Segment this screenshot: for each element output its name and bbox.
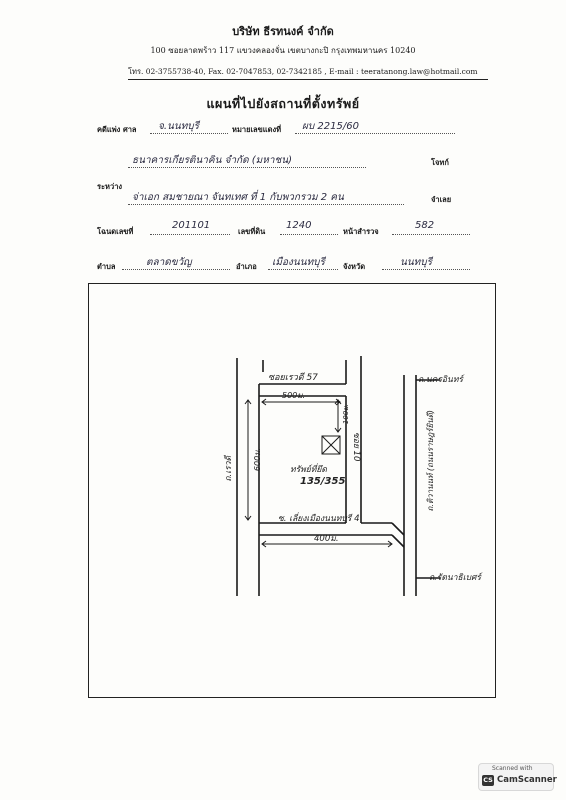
road-nakhon-in-label: ถ.นครอินทร์ xyxy=(418,375,463,385)
case-number-value: ผบ 2215/60 xyxy=(302,121,359,132)
province-label: จังหวัด xyxy=(343,262,366,271)
dim-top-label: 500ม. xyxy=(282,391,306,400)
district-underline xyxy=(268,269,338,270)
scanner-caption: Scanned with xyxy=(492,765,533,772)
defendant-label: จำเลย xyxy=(431,195,452,204)
property-marker-icon xyxy=(321,435,341,455)
land-number-value: 1240 xyxy=(286,220,312,231)
road-rattanathibet-label: ถ.รัตนาธิเบศร์ xyxy=(429,573,481,583)
case-number-label: หมายเลขแดงที่ xyxy=(232,125,282,134)
province-underline xyxy=(382,269,470,270)
top-road-label: ซอยเรวดี 57 xyxy=(268,373,318,383)
road-rewadee-label: ถ.เรวดี xyxy=(224,456,234,482)
plaintiff-value: ธนาคารเกียรตินาคิน จำกัด (มหาชน) xyxy=(132,155,293,166)
deed-underline xyxy=(150,234,230,235)
district-value: เมืองนนทบุรี xyxy=(272,257,325,268)
bottom-road-label: ซ. เลี่ยงเมืองนนทบุรี 4 xyxy=(278,514,360,524)
subdistrict-value: ตลาดขวัญ xyxy=(146,257,192,268)
company-contact: โทร. 02-3755738-40, Fax. 02-7047853, 02-… xyxy=(128,66,488,80)
map-frame xyxy=(88,283,496,698)
court-underline xyxy=(150,133,228,134)
deed-value: 201101 xyxy=(172,220,211,231)
plaintiff-underline xyxy=(128,167,366,168)
case-number-underline xyxy=(295,133,455,134)
defendant-value: จ่าเอก สมชายณา จันทเทศ ที่ 1 กับพวกรวม 2… xyxy=(132,192,344,203)
land-number-label: เลขที่ดิน xyxy=(238,227,266,236)
scanner-name: CamScanner xyxy=(497,775,557,785)
province-value: นนทบุรี xyxy=(400,257,432,268)
survey-value: 582 xyxy=(415,220,435,231)
document-title: แผนที่ไปยังสถานที่ตั้งทรัพย์ xyxy=(206,96,360,111)
district-label: อำเภอ xyxy=(236,262,257,271)
court-value: จ.นนทบุรี xyxy=(158,121,200,132)
deed-label: โฉนดเลขที่ xyxy=(97,227,134,236)
company-name: บริษัท ธีรทนงค์ จำกัด xyxy=(232,25,334,38)
subdistrict-underline xyxy=(122,269,230,270)
road-tiwanon-label: ถ.ติวานนท์ (ถนนราษฎร์ยินดี) xyxy=(426,410,435,512)
house-number: 135/355 xyxy=(300,476,346,487)
court-label: คดีแพ่ง ศาล xyxy=(97,125,137,134)
dim-bottom-label: 400ม. xyxy=(314,534,339,544)
land-number-underline xyxy=(280,234,338,235)
soi-10-label: ซอย 10 xyxy=(351,432,361,462)
survey-label: หน้าสำรวจ xyxy=(343,227,379,236)
between-label: ระหว่าง xyxy=(97,182,123,191)
subdistrict-label: ตำบล xyxy=(97,262,116,271)
dim-left-label: 600ม. xyxy=(253,448,262,472)
plaintiff-label: โจทก์ xyxy=(431,158,449,167)
company-address: 100 ซอยลาดพร้าว 117 แขวงคลองจั่น เขตบางก… xyxy=(150,46,416,55)
survey-underline xyxy=(392,234,470,235)
dim-inner-label: 100ม. xyxy=(342,404,350,425)
property-label: ทรัพย์ที่ยึด xyxy=(290,465,327,475)
camscanner-logo-icon: CS xyxy=(482,775,494,786)
defendant-underline xyxy=(128,204,404,205)
